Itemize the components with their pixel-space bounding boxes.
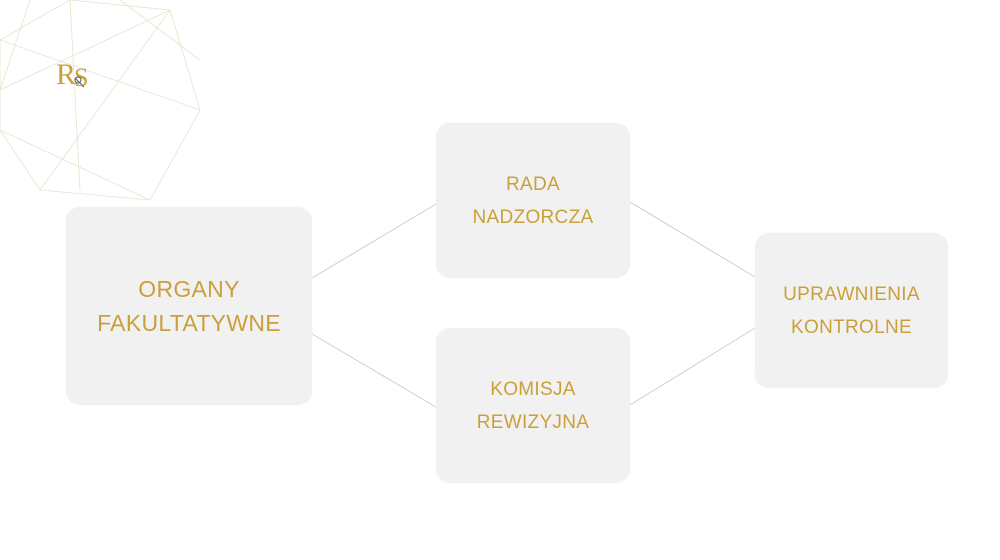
node-label-line1: RADA [506,173,560,195]
connector-komisja-to-uprawnienia [629,327,756,406]
rs-monogram-logo: R S [56,58,88,92]
svg-text:R: R [56,58,76,91]
node-label-line2: REWIZYJNA [476,411,590,433]
node-label-line1: ORGANY [138,276,240,302]
connector-root-to-komisja [311,333,437,408]
node-komisja-rewizyjna: KOMISJA REWIZYJNA [436,328,630,483]
svg-text:S: S [74,63,88,92]
node-rada-nadzorcza: RADA NADZORCZA [436,123,630,278]
node-label-line1: UPRAWNIENIA [783,283,920,305]
node-label-line1: KOMISJA [490,378,576,400]
node-label-line2: FAKULTATYWNE [97,310,281,336]
node-uprawnienia-kontrolne: UPRAWNIENIA KONTROLNE [755,233,948,388]
connector-rada-to-uprawnienia [629,201,756,278]
geometric-background-decoration [0,0,200,200]
node-organy-fakultatywne: ORGANY FAKULTATYWNE [66,207,312,405]
node-label-line2: NADZORCZA [472,206,594,228]
connector-root-to-rada [311,203,437,279]
node-label-line2: KONTROLNE [791,316,912,338]
